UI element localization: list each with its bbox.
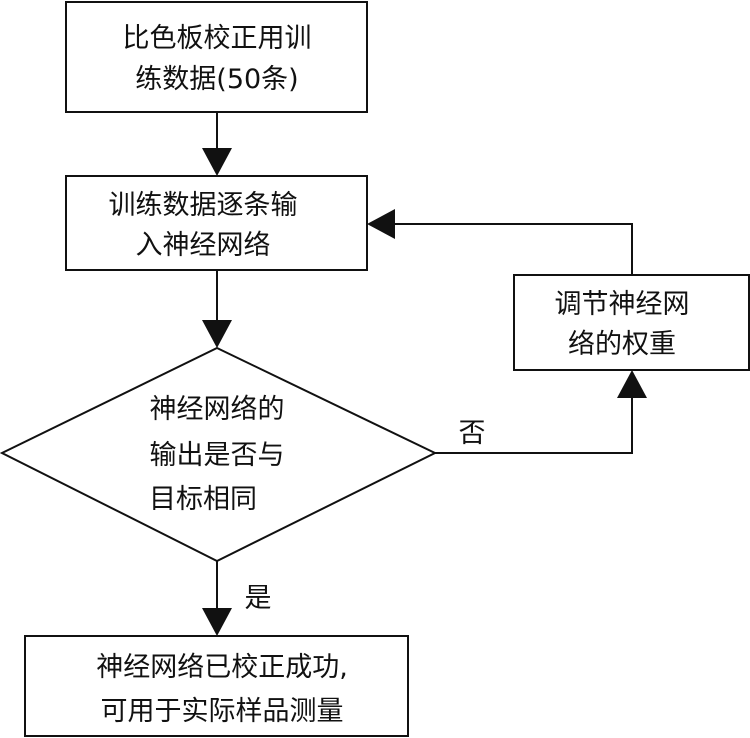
- edge-adjust-to-input: [395, 223, 633, 275]
- edge-decision-no: [435, 398, 633, 454]
- adjust-box: [513, 274, 750, 371]
- no-label: 否: [459, 418, 486, 449]
- adjust-text-line-2: 络的权重: [568, 329, 676, 360]
- start-box: [65, 1, 368, 113]
- input-box: [65, 175, 368, 271]
- decision-text-line-3: 目标相同: [149, 484, 257, 515]
- arrowhead-adjust: [617, 370, 647, 398]
- start-text-line-2: 练数据(50条): [135, 64, 298, 95]
- input-text-line-2: 入神经网络: [136, 230, 271, 261]
- arrowhead-result: [202, 608, 232, 636]
- arrowhead-input: [202, 148, 232, 176]
- result-text-line-1: 神经网络已校正成功,: [96, 652, 348, 683]
- result-box: [24, 635, 409, 737]
- start-text-line-1: 比色板校正用训: [123, 23, 312, 54]
- adjust-text-line-1: 调节神经网: [555, 289, 690, 320]
- arrowhead-decision: [202, 320, 232, 348]
- decision-diamond: [0, 346, 438, 563]
- arrowhead-input-feedback: [367, 209, 395, 239]
- yes-label: 是: [245, 583, 272, 614]
- decision-text-line-2: 输出是否与: [150, 440, 285, 471]
- result-text-line-2: 可用于实际样品测量: [101, 696, 344, 727]
- input-text-line-1: 训练数据逐条输: [109, 190, 298, 221]
- decision-text-line-1: 神经网络的: [150, 394, 285, 425]
